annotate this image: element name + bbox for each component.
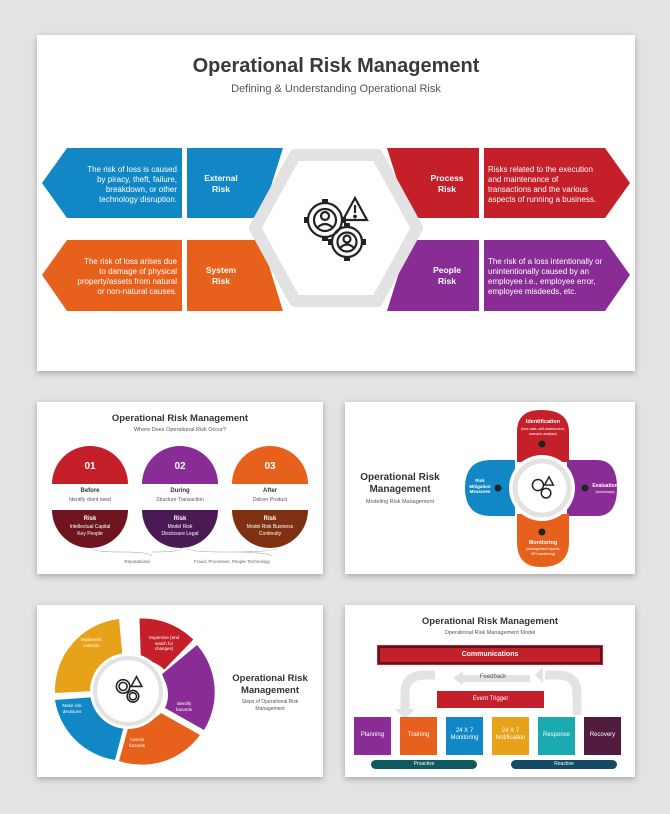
t1-risk-1: Risk xyxy=(83,516,97,522)
t1-num-2: 02 xyxy=(174,461,186,472)
t2-petal-monitoring-sub: (management reports, KRI monitoring) xyxy=(525,547,561,556)
t1-num-1: 01 xyxy=(84,461,96,472)
t4-shapes xyxy=(354,645,621,769)
system-risk-label-shape xyxy=(187,240,283,311)
process-risk-label-shape xyxy=(387,148,479,218)
t1-risk-2: Risk xyxy=(173,516,187,522)
t1-riskdesc-2: Model Risk Disclosure Legal xyxy=(161,524,199,537)
main-title: Operational Risk Management xyxy=(192,55,480,77)
process-risk-desc-shape xyxy=(484,148,630,218)
t4-proactive: Proactive xyxy=(413,761,435,767)
t2-petal-identification: Identification xyxy=(525,419,561,425)
external-risk-label-shape xyxy=(187,148,283,218)
thumb-where-risk-occurs[interactable]: Operational Risk Management Where Does O… xyxy=(37,402,323,574)
t3-seg-supervise: Supervise (and watch for changes) xyxy=(148,635,180,651)
people-risk-description: The risk of a loss intentionally or unin… xyxy=(488,257,603,296)
center-hexagon xyxy=(249,149,423,307)
people-risk-desc-shape xyxy=(484,240,630,311)
t1-sub-1: Identify client need xyxy=(69,497,111,503)
t1-head-2: During xyxy=(170,488,190,494)
t4-box-response: Response xyxy=(542,732,571,738)
t4-communications: Communications xyxy=(461,651,519,658)
system-risk-label: System Risk xyxy=(205,265,237,286)
t4-feedback: Feedback xyxy=(479,674,507,680)
main-slide[interactable]: Operational Risk Management Defining & U… xyxy=(37,35,635,371)
t4-subtitle: Operational Risk Management Model xyxy=(444,630,536,636)
t3-seg-assess: Assess hazards xyxy=(128,737,145,748)
t1-num-3: 03 xyxy=(264,461,276,472)
t1-sub-2: Structure Transaction xyxy=(156,497,204,503)
t1-head-3: After xyxy=(262,488,277,494)
t2-subtitle: Modeling Risk Management xyxy=(365,499,435,505)
t2-petal-identification-sub: (loss data, self-assessment, scenario an… xyxy=(521,427,565,436)
t4-event-trigger: Event Trigger xyxy=(472,696,509,702)
t4-box-training: Training xyxy=(407,732,430,738)
main-subtitle: Defining & Understanding Operational Ris… xyxy=(231,83,441,95)
system-risk-description: The risk of loss arises due to damage of… xyxy=(77,257,177,296)
t1-foot-reputational: Reputational xyxy=(124,559,150,564)
t1-title: Operational Risk Management xyxy=(111,413,249,424)
t1-subtitle: Where Does Operational Risk Occur? xyxy=(133,427,226,433)
t4-box-recovery: Recovery xyxy=(589,732,616,738)
t1-sub-3: Deliver Product xyxy=(252,497,288,503)
t3-title: Operational Risk Management xyxy=(232,673,308,696)
thumb-steps-of-risk[interactable]: Supervise (and watch for changes) Identi… xyxy=(37,605,323,777)
external-risk-desc-shape xyxy=(42,148,182,218)
t4-title: Operational Risk Management xyxy=(421,616,559,627)
t1-foot-fraud: Fraud, Processes, People Technology xyxy=(194,559,270,564)
t1-head-1: Before xyxy=(80,488,100,494)
t3-seg-identify: Identify hazards xyxy=(175,701,192,712)
t1-risk-3: Risk xyxy=(263,516,277,522)
t4-box-planning: Planning xyxy=(360,732,385,738)
t3-gear-people-icon xyxy=(111,673,145,707)
external-risk-description: The risk of loss is caused by piracy, th… xyxy=(87,165,177,204)
t1-shapes xyxy=(52,446,308,557)
thumb-modeling-risk[interactable]: Operational Risk Management Modeling Ris… xyxy=(345,402,635,574)
gear-people-warning-icon xyxy=(299,190,373,266)
t4-box-notification: 24 X 7 Notification xyxy=(495,728,526,741)
t3-seg-decisions: Make risk decisions xyxy=(62,703,82,714)
t4-box-monitoring: 24 X 7 Monitoring xyxy=(450,728,479,741)
people-risk-label-shape xyxy=(387,240,479,311)
t2-shapes xyxy=(465,410,617,567)
t3-seg-implement: Implement controls xyxy=(80,637,102,648)
t2-gear-people-icon xyxy=(528,474,556,502)
system-risk-desc-shape xyxy=(42,240,182,311)
t2-petal-evaluation-sub: (workshops) xyxy=(595,490,615,494)
t2-title: Operational Risk Management xyxy=(360,472,440,495)
t2-petal-mitigation: Risk Mitigation Measures xyxy=(469,478,491,494)
t3-subtitle: Steps of Operational Risk Management xyxy=(241,699,299,712)
external-risk-label: External Risk xyxy=(204,173,238,194)
process-risk-label: Process Risk xyxy=(430,173,464,194)
main-shapes xyxy=(42,148,630,311)
people-risk-label: People Risk xyxy=(433,265,461,286)
thumb-risk-model[interactable]: Operational Risk Management Operational … xyxy=(345,605,635,777)
process-risk-description: Risks related to the execution and maint… xyxy=(488,165,597,204)
t1-riskdesc-1: Intellectual Capital Key People xyxy=(69,524,111,537)
t2-petal-evaluation: Evaluation xyxy=(592,483,618,489)
t2-petal-monitoring: Monitoring xyxy=(528,540,558,546)
t4-reactive: Reactive xyxy=(554,761,574,767)
t1-riskdesc-3: Model Risk Business Continuity xyxy=(246,524,294,537)
